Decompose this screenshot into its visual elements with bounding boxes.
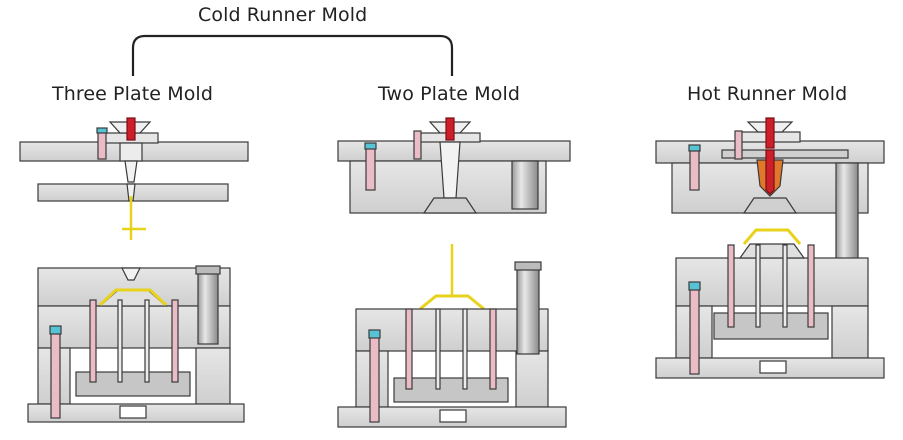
spacer-block-right — [195, 347, 231, 405]
bolt — [50, 331, 61, 419]
guide-pillar — [516, 263, 540, 355]
hot-runner-manifold — [721, 149, 849, 159]
runner-part — [122, 196, 146, 240]
core-plate — [355, 308, 549, 352]
bolt — [689, 147, 700, 191]
sprue-nozzle — [765, 117, 775, 149]
hot-runner-mold — [655, 117, 885, 379]
molded-part — [742, 228, 802, 245]
spacer-block-right — [831, 305, 869, 359]
sprue-bushing — [119, 142, 143, 162]
guide-pillar — [197, 267, 219, 345]
core-plate — [675, 257, 869, 307]
spacer-block-right — [515, 350, 549, 408]
sprue-nozzle — [445, 117, 455, 141]
two-plate-mold — [337, 117, 571, 428]
three-plate-mold — [19, 117, 249, 423]
bolt — [369, 335, 380, 423]
sprue-nozzle — [126, 117, 136, 141]
hot-runner-mold-label: Hot Runner Mold — [687, 83, 848, 105]
molded-part — [98, 288, 168, 307]
bolt — [97, 130, 107, 160]
cold-runner-mold-label: Cold Runner Mold — [198, 4, 368, 26]
two-plate-mold-label: Two Plate Mold — [378, 83, 520, 105]
molded-part — [419, 294, 485, 311]
guide-bushing — [511, 160, 539, 210]
bolt — [689, 287, 700, 375]
ejector-plate — [393, 377, 509, 403]
three-plate-mold-label: Three Plate Mold — [52, 83, 213, 105]
cold-runner-bracket — [131, 34, 454, 76]
bolt — [365, 145, 376, 191]
bolt — [413, 130, 422, 160]
bolt — [734, 130, 743, 160]
